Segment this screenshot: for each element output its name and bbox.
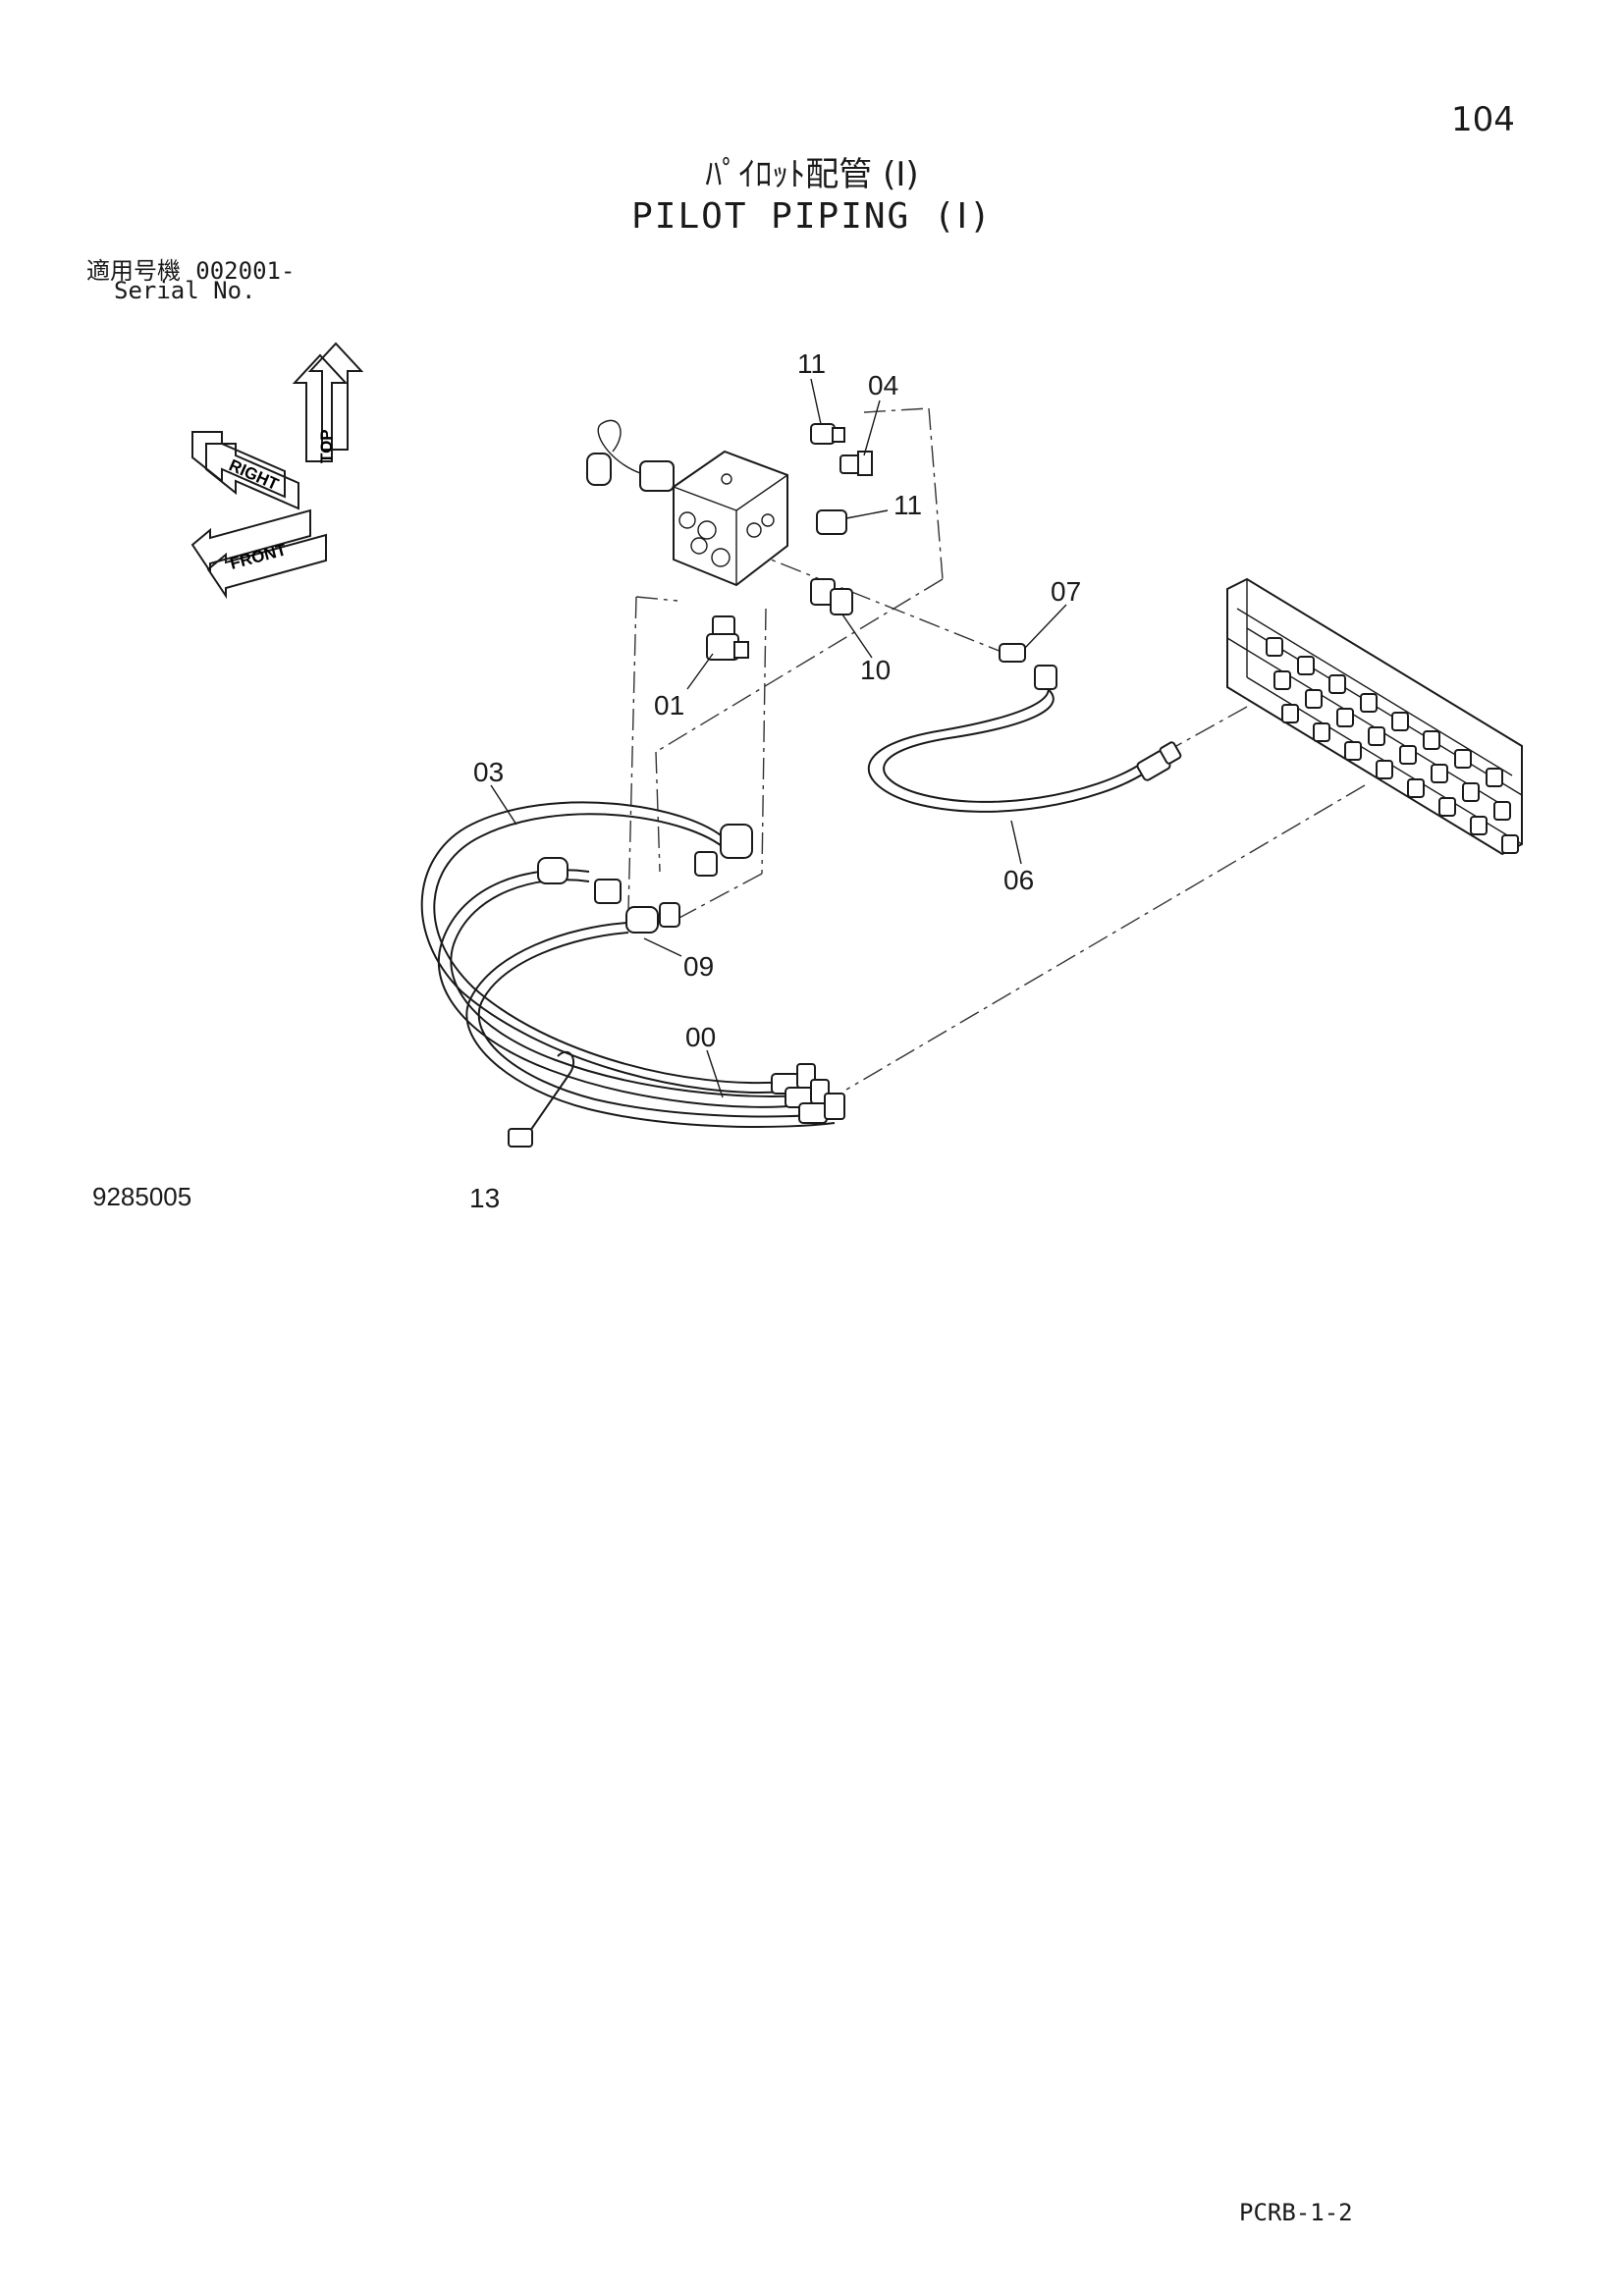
- callout-03: 03: [473, 757, 504, 787]
- callout-00: 00: [685, 1022, 716, 1052]
- fitting-01-tee: [706, 615, 749, 661]
- callout-09: 09: [683, 951, 714, 982]
- control-valve-port: [1486, 768, 1503, 787]
- callout-labels: 11 04 11 07 10 01 03 06 09 00 13: [469, 348, 1081, 1213]
- serial-label-japanese-text: 適用号機: [86, 257, 181, 285]
- control-valve-port: [1297, 656, 1315, 675]
- callout-01: 01: [654, 690, 684, 721]
- serial-label-english: Serial No.: [114, 277, 256, 304]
- leader-lines: [490, 378, 1067, 1098]
- page-title-japanese: ﾊﾟｲﾛｯﾄ配管 (Ⅰ): [705, 155, 919, 194]
- assembly-centerlines: [627, 407, 1366, 1091]
- control-valve-port: [1431, 764, 1448, 783]
- control-valve-block: [1226, 577, 1523, 856]
- page-code: PCRB-1-2: [1239, 2199, 1353, 2226]
- serial-label-japanese: 適用号機 002001-: [86, 251, 295, 286]
- callout-13: 13: [469, 1183, 500, 1213]
- control-valve-port: [1501, 834, 1519, 854]
- solenoid-valve-block: [586, 419, 788, 587]
- control-valve-port: [1336, 708, 1354, 727]
- hose-bundle: [420, 801, 845, 1129]
- callout-11-plug: 11: [893, 490, 922, 520]
- control-valve-port: [1438, 797, 1456, 817]
- drawing-number: 9285005: [92, 1182, 192, 1211]
- control-valve-ports: [1266, 637, 1519, 854]
- orientation-label-top: TOP: [317, 429, 336, 463]
- control-valve-port: [1281, 704, 1299, 723]
- control-valve-port: [1407, 778, 1425, 798]
- control-valve-port: [1454, 749, 1472, 769]
- control-valve-port: [1266, 637, 1283, 657]
- page-title-english: PILOT PIPING (Ⅰ): [631, 196, 993, 237]
- control-valve-port: [1493, 801, 1511, 821]
- serial-range: 002001-: [195, 257, 296, 285]
- fitting-11-top: [810, 423, 845, 445]
- callout-06: 06: [1003, 865, 1034, 895]
- control-valve-port: [1305, 689, 1323, 709]
- clamp-13: [508, 1050, 575, 1148]
- callout-07: 07: [1051, 576, 1081, 607]
- control-valve-port: [1328, 674, 1346, 694]
- control-valve-port: [1368, 726, 1385, 746]
- control-valve-port: [1376, 760, 1393, 779]
- orientation-label-front: FRONT: [228, 540, 289, 573]
- control-valve-port: [1391, 712, 1409, 731]
- fitting-07: [999, 643, 1026, 663]
- control-valve-port: [1273, 670, 1291, 690]
- page-number: 104: [1451, 100, 1515, 139]
- orientation-indicator: TOP RIGHT FRONT: [190, 342, 364, 600]
- hose-06: [867, 665, 1182, 813]
- fitting-10-elbow: [810, 578, 853, 615]
- control-valve-port: [1399, 745, 1417, 765]
- callout-04: 04: [868, 370, 898, 400]
- control-valve-port: [1344, 741, 1362, 761]
- callout-10: 10: [860, 655, 891, 685]
- control-valve-port: [1313, 722, 1330, 742]
- fitting-11-plug: [816, 509, 847, 535]
- control-valve-port: [1470, 816, 1488, 835]
- fitting-04: [839, 451, 873, 476]
- control-valve-port: [1462, 782, 1480, 802]
- control-valve-port: [1423, 730, 1440, 750]
- callout-11-top: 11: [797, 348, 826, 379]
- control-valve-port: [1360, 693, 1378, 713]
